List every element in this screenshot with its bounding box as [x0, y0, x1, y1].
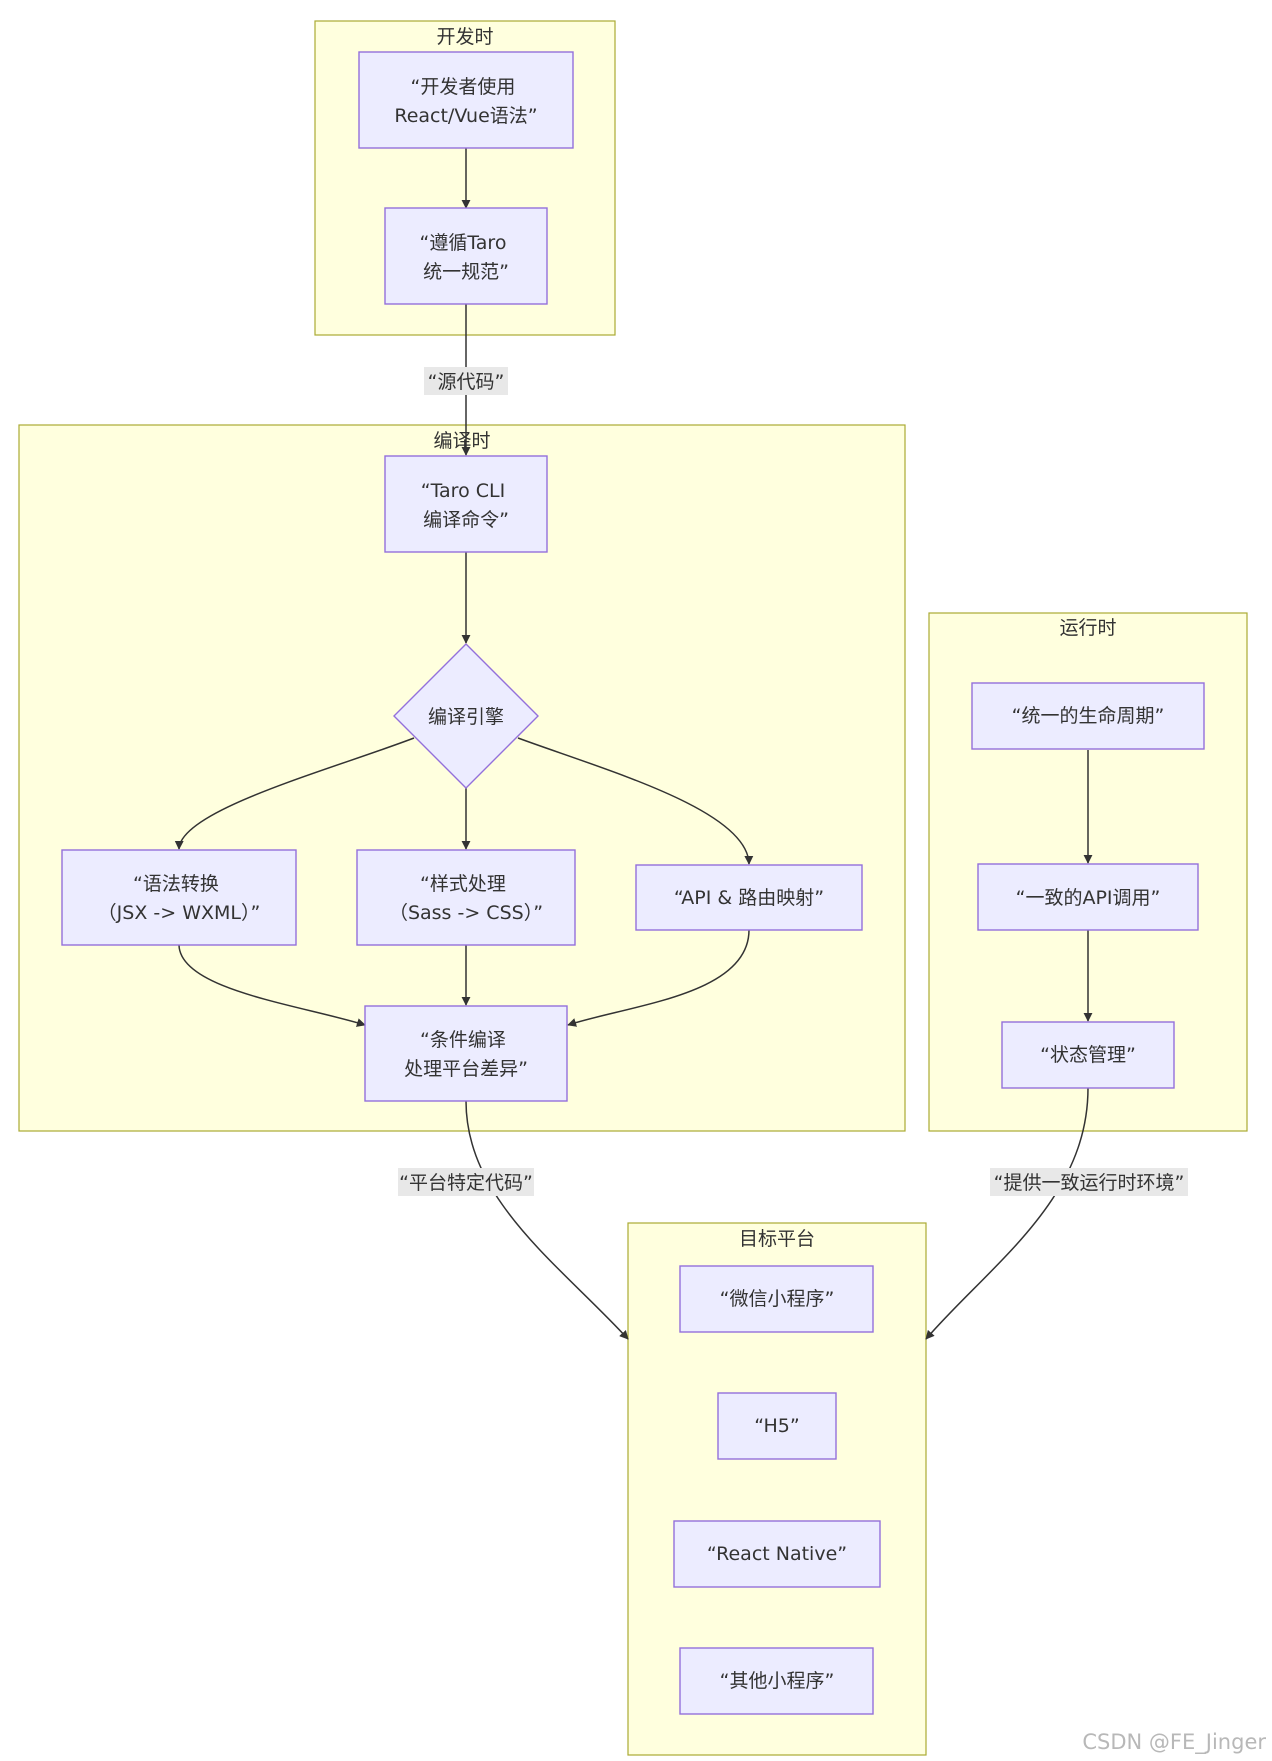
- node-h5: “H5”: [717, 1392, 837, 1460]
- node-api-route-mapping: “API & 路由映射”: [635, 864, 863, 931]
- edge-label-runtime-env: “提供一致运行时环境”: [990, 1168, 1188, 1196]
- node-follow-spec-line-2: 统一规范”: [423, 261, 509, 283]
- node-syntax-transform-line-2: （JSX -> WXML）”: [98, 902, 261, 924]
- svg-text:“条件编译 处理平台差异”: “条件编译 处理平台差异”: [404, 1029, 528, 1080]
- node-taro-cli-line-2: 编译命令”: [423, 509, 509, 531]
- node-wechat-miniprogram-label: “微信小程序”: [720, 1288, 835, 1310]
- node-unified-lifecycle: “统一的生命周期”: [971, 682, 1205, 750]
- node-unified-lifecycle-label: “统一的生命周期”: [1012, 705, 1165, 727]
- node-consistent-api-call-label: “一致的API调用”: [1016, 887, 1161, 909]
- svg-text:“Taro CLI 编译命令”: “Taro CLI 编译命令”: [421, 480, 512, 531]
- node-syntax-transform-line-1: “语法转换: [133, 873, 219, 895]
- node-other-miniprogram: “其他小程序”: [679, 1647, 874, 1715]
- node-syntax-transform: “语法转换 （JSX -> WXML）”: [61, 849, 297, 946]
- node-react-native-label: “React Native”: [707, 1543, 847, 1565]
- edge-engine-to-api: [517, 737, 754, 865]
- node-react-native: “React Native”: [673, 1520, 881, 1588]
- svg-text:“遵循Taro 统一规范”: “遵循Taro 统一规范”: [419, 232, 512, 283]
- node-compile-engine: 编译引擎: [393, 643, 539, 789]
- node-taro-cli: “Taro CLI 编译命令”: [384, 455, 548, 553]
- node-wechat-miniprogram: “微信小程序”: [679, 1265, 874, 1333]
- svg-text:“开发者使用 React/Vue语法”: “开发者使用 React/Vue语法”: [394, 76, 537, 127]
- edge-label-runtime-env-text: “提供一致运行时环境”: [994, 1172, 1185, 1194]
- edge-api-to-conditional: [567, 929, 750, 1027]
- cluster-dev-title: 开发时: [436, 26, 493, 48]
- edge-state-to-target: [925, 1087, 1089, 1340]
- svg-text:“语法转换 （JSX -> WXML）”: “语法转换 （JSX -> WXML）”: [98, 873, 261, 924]
- node-other-miniprogram-label: “其他小程序”: [720, 1670, 835, 1692]
- node-style-processing-line-1: “样式处理: [420, 873, 506, 895]
- node-style-processing: “样式处理 （Sass -> CSS）”: [356, 849, 576, 946]
- watermark: CSDN @FE_Jinger: [1082, 1730, 1266, 1755]
- node-consistent-api-call: “一致的API调用”: [977, 863, 1199, 931]
- node-dev-react-vue: “开发者使用 React/Vue语法”: [358, 51, 574, 149]
- edge-label-platform-code: “平台特定代码”: [398, 1168, 534, 1196]
- node-state-management-label: “状态管理”: [1040, 1044, 1136, 1066]
- edge-label-platform-code-text: “平台特定代码”: [399, 1172, 533, 1194]
- node-state-management: “状态管理”: [1001, 1021, 1175, 1089]
- edge-label-source-code: “源代码”: [424, 367, 508, 395]
- node-dev-react-vue-line-2: React/Vue语法”: [394, 105, 537, 127]
- node-api-route-mapping-label: “API & 路由映射”: [674, 887, 824, 909]
- cluster-runtime-title: 运行时: [1059, 617, 1116, 639]
- node-follow-spec-line-1: “遵循Taro: [419, 232, 506, 254]
- node-dev-react-vue-line-1: “开发者使用: [411, 76, 516, 98]
- node-conditional-compile-line-1: “条件编译: [420, 1029, 506, 1051]
- svg-text:“样式处理 （Sass -> CSS）”: “样式处理 （Sass -> CSS）”: [389, 873, 543, 924]
- edge-label-source-code-text: “源代码”: [428, 371, 505, 393]
- node-compile-engine-label: 编译引擎: [428, 706, 504, 728]
- node-taro-cli-line-1: “Taro CLI: [421, 480, 505, 502]
- cluster-compile-title: 编译时: [433, 430, 490, 452]
- edge-conditional-to-target: [465, 1100, 629, 1340]
- node-follow-spec: “遵循Taro 统一规范”: [384, 207, 548, 305]
- node-h5-label: “H5”: [754, 1415, 799, 1437]
- node-conditional-compile: “条件编译 处理平台差异”: [364, 1005, 568, 1102]
- node-style-processing-line-2: （Sass -> CSS）”: [389, 902, 543, 924]
- cluster-target-title: 目标平台: [739, 1228, 815, 1250]
- node-conditional-compile-line-2: 处理平台差异”: [404, 1058, 528, 1080]
- edges: [174, 148, 1093, 1340]
- edge-engine-to-syntax: [174, 737, 415, 850]
- edge-syntax-to-conditional: [178, 944, 366, 1027]
